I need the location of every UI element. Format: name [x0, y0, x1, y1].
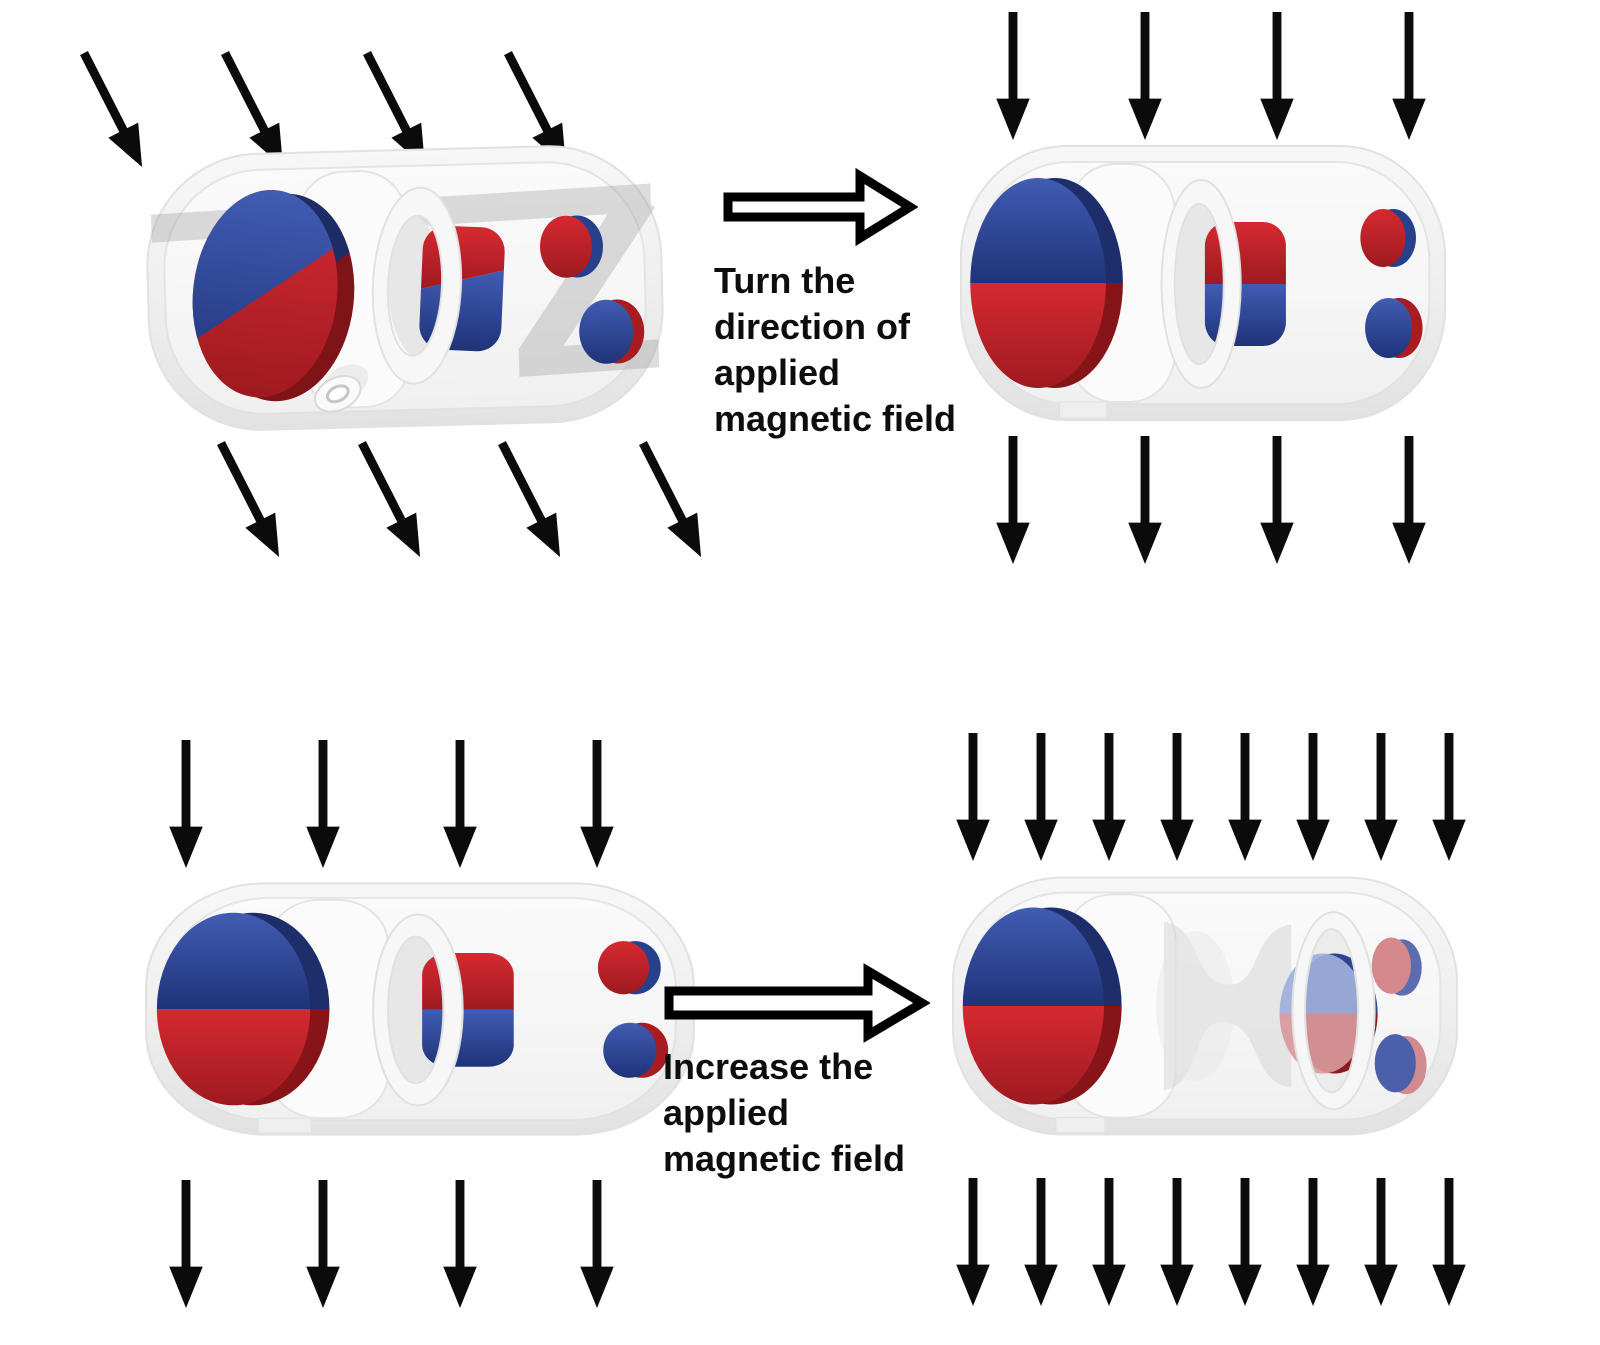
field-arrow-icon — [955, 1178, 991, 1306]
field-arrows-bottom-left-below — [168, 1180, 615, 1308]
field-arrow-icon — [1259, 436, 1295, 564]
capsule-at-rest — [143, 876, 697, 1142]
field-arrow-icon — [1159, 733, 1195, 861]
field-arrow-icon — [486, 435, 576, 565]
capsule-stretched-bellows — [950, 870, 1460, 1142]
field-arrow-icon — [1431, 1178, 1467, 1306]
field-arrow-icon — [1091, 1178, 1127, 1306]
transition-label-line: magnetic field — [663, 1138, 906, 1179]
field-arrow-icon — [1363, 733, 1399, 861]
field-arrow-icon — [579, 1180, 615, 1308]
field-arrows-bottom-right-above — [955, 733, 1467, 861]
field-arrow-icon — [1023, 733, 1059, 861]
field-arrow-icon — [1295, 733, 1331, 861]
transition-label-line: magnetic field — [714, 398, 957, 439]
transition-label-line: Turn the — [714, 260, 856, 301]
transition-label-turn: Turn the direction of applied magnetic f… — [714, 258, 956, 442]
field-arrow-icon — [305, 740, 341, 868]
transition-label-line: applied — [714, 352, 841, 393]
field-arrow-icon — [168, 1180, 204, 1308]
field-arrows-bottom-left-above — [168, 740, 615, 868]
transition-label-line: applied — [663, 1092, 790, 1133]
field-arrow-icon — [1091, 733, 1127, 861]
transition-label-line: direction of — [714, 306, 910, 347]
field-arrow-icon — [1391, 436, 1427, 564]
field-arrows-top-left-below — [216, 435, 702, 565]
field-arrow-icon — [205, 435, 295, 565]
transition-label-line: Increase the — [663, 1046, 874, 1087]
field-arrow-icon — [1227, 733, 1263, 861]
field-arrow-icon — [346, 435, 436, 565]
field-arrow-icon — [955, 733, 991, 861]
field-arrow-icon — [1259, 12, 1295, 140]
field-arrow-icon — [1127, 436, 1163, 564]
field-arrow-icon — [1363, 1178, 1399, 1306]
field-arrows-bottom-right-below — [955, 1178, 1467, 1306]
field-arrow-icon — [995, 436, 1031, 564]
field-arrow-icon — [1391, 12, 1427, 140]
field-arrow-icon — [442, 740, 478, 868]
transition-label-increase: Increase the applied magnetic field — [663, 1044, 905, 1182]
field-arrow-icon — [579, 740, 615, 868]
field-arrow-icon — [627, 435, 717, 565]
field-arrow-icon — [1023, 1178, 1059, 1306]
field-arrow-icon — [1127, 12, 1163, 140]
field-arrow-icon — [442, 1180, 478, 1308]
field-arrow-icon — [305, 1180, 341, 1308]
field-arrows-top-right-below — [995, 436, 1427, 564]
transition-arrow-right-icon — [723, 167, 918, 247]
field-arrow-icon — [68, 45, 158, 175]
transition-arrow-right-icon — [664, 963, 930, 1043]
capsule-vertical-magnets — [958, 138, 1448, 428]
field-arrow-icon — [1159, 1178, 1195, 1306]
field-arrow-icon — [1227, 1178, 1263, 1306]
field-arrows-top-right-above — [995, 12, 1427, 140]
field-arrow-icon — [995, 12, 1031, 140]
capsule-diagonal-magnets — [141, 133, 669, 442]
field-arrow-icon — [168, 740, 204, 868]
field-arrow-icon — [1295, 1178, 1331, 1306]
field-arrow-icon — [1431, 733, 1467, 861]
